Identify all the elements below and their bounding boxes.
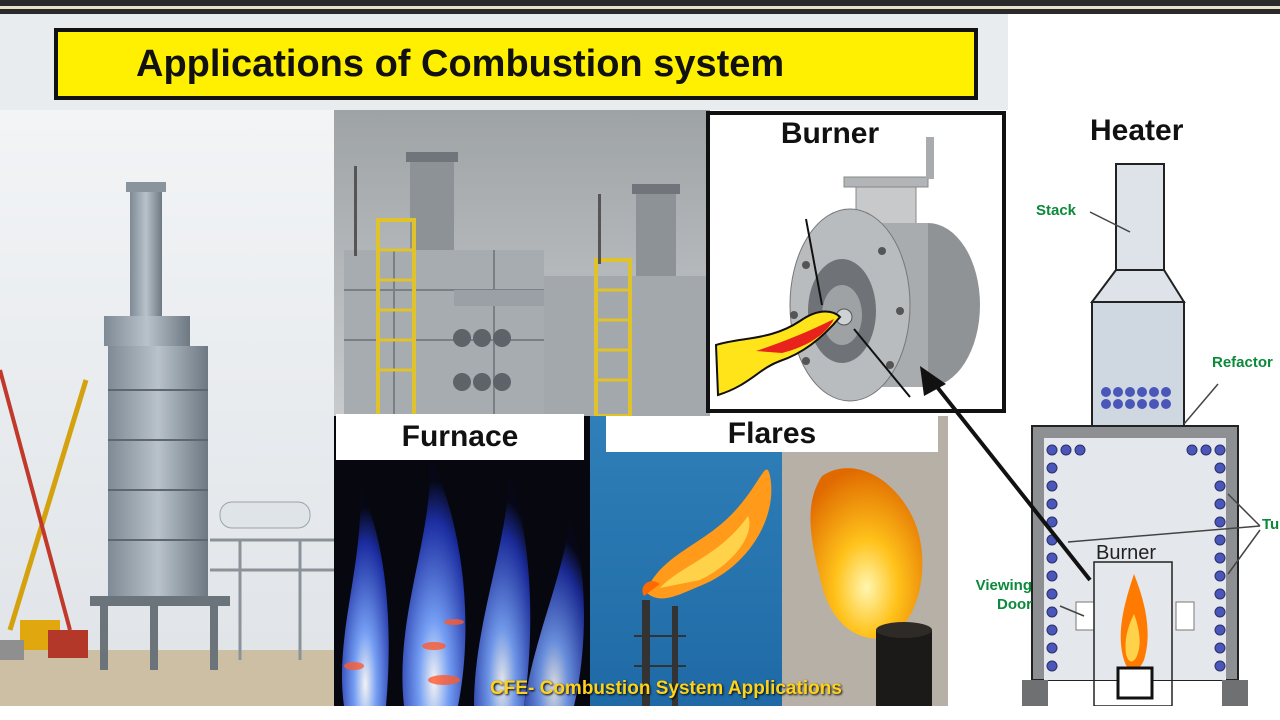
bottom-bar	[0, 706, 1280, 720]
burner-arrow	[920, 366, 1092, 582]
stack-label: Stack	[1036, 202, 1077, 219]
viewing-door-label: Viewing Door	[942, 576, 1032, 614]
furnace-units-photo	[334, 110, 710, 416]
heater-tower-photo	[0, 110, 334, 706]
caption: CFE- Combustion System Applications	[490, 678, 842, 699]
tubes-label: Tu	[1262, 516, 1280, 533]
burner-diagram-label: Burner	[1096, 542, 1157, 564]
refractory-label: Refactor	[1212, 354, 1273, 371]
burner-panel: Burner	[706, 111, 1006, 413]
viewing-door-label-line1: Viewing	[975, 577, 1032, 594]
viewing-door-label-line2: Door	[997, 596, 1032, 613]
top-bar-stripe	[0, 6, 1280, 9]
burner-label: Burner	[770, 117, 890, 151]
furnace-label: Furnace	[336, 414, 584, 460]
page-title-text: Applications of Combustion system	[136, 42, 785, 85]
page-title: Applications of Combustion system	[54, 28, 978, 100]
heater-title: Heater	[1090, 114, 1184, 147]
flares-label: Flares	[606, 416, 938, 452]
heater-diagram: Heater Stack Refactor Tu Burner Viewing …	[976, 14, 1280, 707]
flare-photo-1	[590, 416, 782, 706]
furnace-flames-photo	[334, 416, 590, 706]
flare-photo-2	[782, 416, 948, 706]
